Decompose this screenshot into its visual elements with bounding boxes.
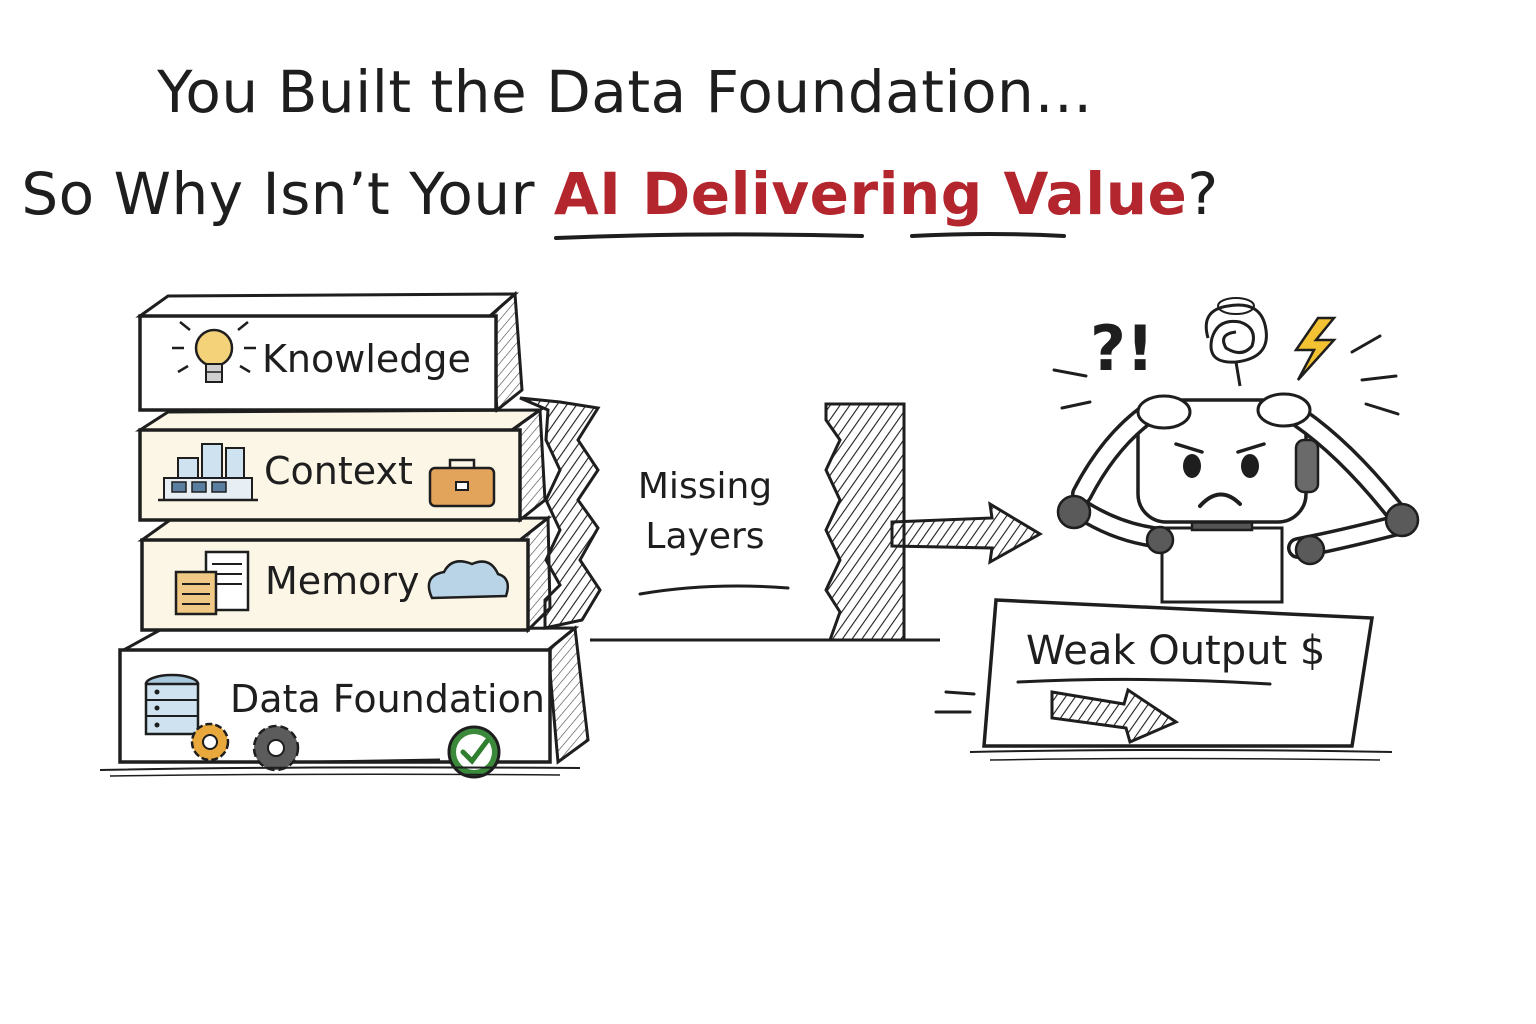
broken-edge-left bbox=[519, 396, 602, 630]
layer-block-knowledge: Knowledge bbox=[135, 290, 524, 413]
layer-label-data-foundation: Data Foundation bbox=[230, 677, 545, 721]
layer-label-memory: Memory bbox=[265, 559, 420, 603]
weak-output-sign: Weak Output $ bbox=[934, 598, 1393, 761]
cloud-icon bbox=[427, 560, 509, 600]
broken-edge-right bbox=[824, 402, 906, 642]
checkmark-icon bbox=[447, 725, 501, 779]
gear-icon-gray bbox=[252, 724, 300, 772]
layer-label-knowledge: Knowledge bbox=[262, 337, 471, 381]
title-suffix: ? bbox=[1187, 160, 1219, 228]
scribble-icon bbox=[1204, 297, 1268, 387]
title-underline-1 bbox=[554, 232, 864, 240]
layer-block-context: Context bbox=[134, 407, 547, 523]
layer-block-data-foundation: Data Foundation bbox=[99, 625, 590, 779]
title-prefix: So Why Isn’t Your bbox=[21, 160, 535, 228]
gap-label-line-2: Layers bbox=[645, 516, 764, 557]
lightbulb-icon bbox=[172, 321, 256, 383]
lightning-icon bbox=[1293, 316, 1337, 381]
documents-icon bbox=[174, 550, 250, 616]
layer-label-context: Context bbox=[264, 449, 413, 493]
title-line-2: So Why Isn’t Your AI Delivering Value? bbox=[0, 160, 1240, 228]
database-icon bbox=[144, 673, 200, 736]
arrow-down-right-icon bbox=[1050, 687, 1180, 745]
building-icon bbox=[158, 443, 258, 502]
arrow-right-icon bbox=[890, 501, 1043, 565]
gap-label-line-1: Missing bbox=[638, 466, 772, 507]
layer-stack: Data Foundation bbox=[99, 290, 590, 779]
confused-robot: ?! bbox=[1052, 297, 1420, 604]
weak-output-label: Weak Output $ bbox=[1026, 628, 1325, 674]
title-accent: AI Delivering Value bbox=[553, 160, 1188, 228]
title-underline-2 bbox=[910, 232, 1066, 238]
briefcase-icon bbox=[428, 458, 496, 508]
layer-block-memory: Memory bbox=[137, 514, 553, 634]
gap-underline bbox=[638, 584, 790, 596]
robot-exclaim-text: ?! bbox=[1090, 312, 1154, 385]
title-line-1: You Built the Data Foundation… bbox=[157, 58, 1093, 126]
gear-icon-orange bbox=[190, 722, 230, 762]
